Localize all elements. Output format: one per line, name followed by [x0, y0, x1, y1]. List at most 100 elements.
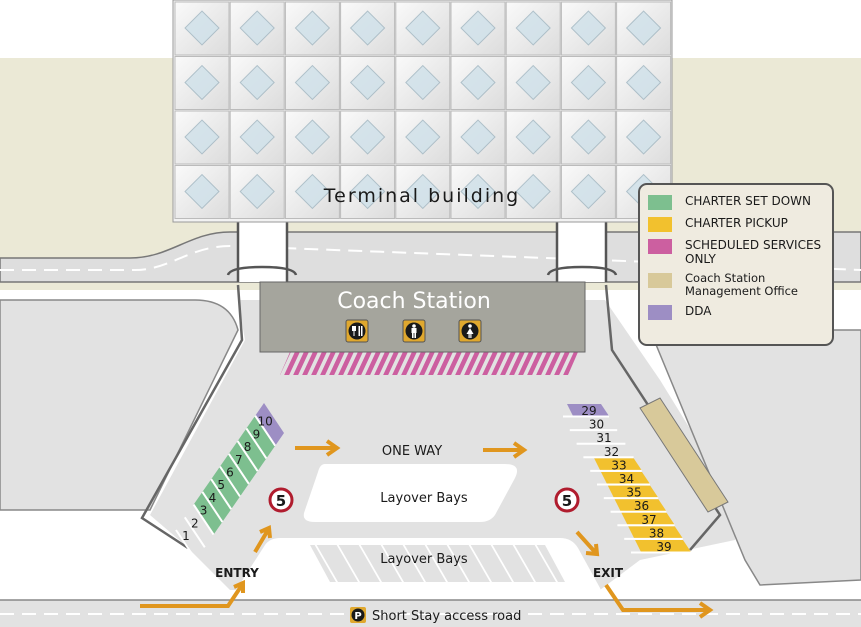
legend-swatch	[648, 217, 672, 232]
terminal-tile	[395, 110, 451, 165]
svg-text:34: 34	[619, 472, 634, 486]
bay-6: 6	[219, 453, 249, 498]
svg-text:7: 7	[235, 453, 243, 467]
svg-text:33: 33	[611, 458, 626, 472]
terminal-tile	[174, 56, 230, 110]
terminal-tile	[284, 165, 340, 219]
entry-label: ENTRY	[215, 566, 259, 580]
bay-39: 39	[631, 540, 691, 554]
svg-text:31: 31	[596, 431, 611, 445]
short-stay-road-label: Short Stay access road	[372, 609, 521, 624]
svg-text:10: 10	[258, 415, 273, 429]
bay-36: 36	[610, 499, 667, 513]
legend-item-dda: DDA	[648, 304, 824, 320]
svg-text:36: 36	[634, 499, 649, 513]
terminal-tile	[174, 1, 230, 56]
terminal-tile	[229, 1, 285, 56]
speed-limit-sign-right: 5	[554, 487, 580, 513]
one-way-arrow-right	[483, 441, 528, 459]
restaurant-icon	[345, 319, 369, 343]
legend-swatch	[648, 195, 672, 210]
scheduled-services-bays	[280, 352, 578, 375]
entry-arrow-road	[140, 579, 245, 608]
terminal-tile	[616, 56, 672, 110]
layover-bays-bottom-stripes	[310, 545, 565, 582]
svg-text:5: 5	[562, 492, 572, 510]
bay-34: 34	[597, 472, 650, 486]
management-office	[639, 397, 729, 513]
svg-text:37: 37	[641, 513, 656, 527]
terminal-tile	[174, 110, 230, 165]
bay-9: 9	[245, 415, 276, 459]
svg-text:9: 9	[253, 427, 261, 441]
terminal-label: Terminal building	[323, 185, 520, 207]
legend-item-charter-set-down: CHARTER SET DOWN	[648, 194, 824, 210]
terminal-tile	[284, 110, 340, 165]
terminal-tile	[505, 56, 561, 110]
terminal-tile	[505, 1, 561, 56]
terminal-building	[172, 0, 673, 223]
svg-text:39: 39	[656, 540, 671, 554]
terminal-tile	[395, 1, 451, 56]
walkway-left	[238, 222, 287, 282]
svg-text:6: 6	[226, 466, 234, 480]
layover-bays-top-label: Layover Bays	[380, 491, 468, 506]
terminal-tile	[340, 1, 396, 56]
legend-swatch	[648, 305, 672, 320]
svg-text:8: 8	[244, 440, 252, 454]
bay-8: 8	[236, 428, 267, 472]
svg-text:3: 3	[200, 504, 208, 518]
one-way-arrow-left	[295, 439, 341, 457]
bay-33: 33	[590, 458, 642, 472]
legend-swatch	[648, 273, 672, 288]
svg-text:5: 5	[276, 492, 286, 510]
svg-text:2: 2	[191, 516, 199, 530]
terminal-tile	[560, 165, 616, 219]
legend-item-scheduled-services: SCHEDULED SERVICES ONLY	[648, 238, 824, 266]
mens-toilet-icon	[402, 319, 426, 343]
exit-arrow-road	[604, 583, 714, 619]
svg-text:30: 30	[589, 418, 604, 432]
terminal-tile	[450, 165, 506, 219]
bay-31: 31	[576, 431, 626, 445]
bay-5: 5	[210, 466, 240, 510]
terminal-tile	[284, 56, 340, 110]
terminal-tile	[560, 56, 616, 110]
terminal-tile	[340, 56, 396, 110]
layover-island-top	[303, 464, 518, 522]
terminal-tile	[229, 165, 285, 219]
exit-label: EXIT	[593, 566, 624, 580]
legend-item-charter-pickup: CHARTER PICKUP	[648, 216, 824, 232]
bay-10: 10	[254, 403, 284, 447]
terminal-tile	[616, 110, 672, 165]
exit-arrow	[575, 530, 600, 557]
walkway-right	[557, 222, 606, 282]
bay-4: 4	[201, 479, 232, 523]
terminal-tile	[284, 1, 340, 56]
parking-icon: P	[350, 607, 366, 623]
terminal-tile	[174, 165, 230, 219]
svg-text:5: 5	[217, 478, 225, 492]
legend-item-management-office: Coach Station Management Office	[648, 272, 824, 298]
terminal-tile	[505, 110, 561, 165]
one-way-label: ONE WAY	[382, 444, 442, 459]
bay-32: 32	[583, 445, 634, 459]
terminal-tile	[616, 1, 672, 56]
legend: CHARTER SET DOWN CHARTER PICKUP SCHEDULE…	[638, 183, 834, 346]
bay-30: 30	[569, 418, 618, 432]
terminal-tile	[340, 165, 396, 219]
coach-station-label: Coach Station	[337, 289, 491, 314]
bay-2: 2	[183, 516, 206, 548]
terminal-tile	[505, 165, 561, 219]
speed-limit-sign-left: 5	[268, 487, 294, 513]
legend-swatch	[648, 239, 672, 254]
bay-29: 29	[563, 404, 609, 418]
svg-text:38: 38	[649, 526, 664, 540]
svg-text:35: 35	[626, 486, 641, 500]
terminal-tile	[395, 56, 451, 110]
svg-text:1: 1	[182, 529, 190, 543]
